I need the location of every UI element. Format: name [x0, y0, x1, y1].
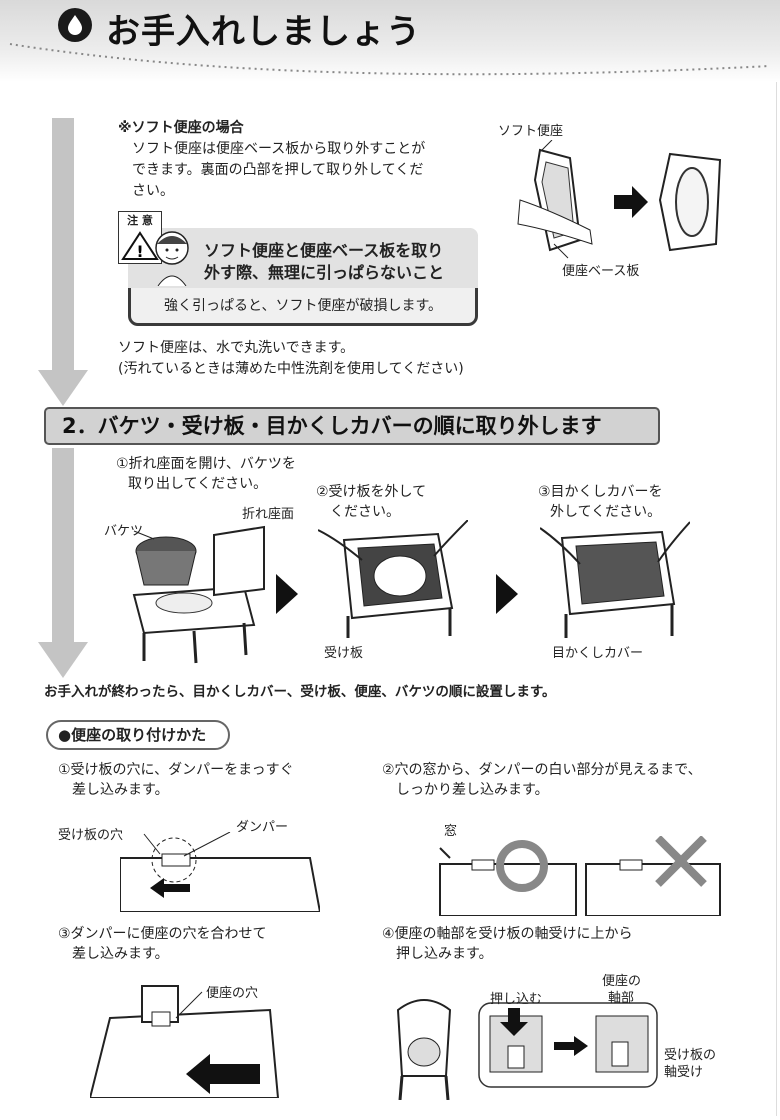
step-arrow-2-icon	[496, 574, 518, 614]
base-plate-figure-label: 便座ベース板	[562, 264, 640, 279]
shaft-bearing-detail-illustration	[478, 1002, 658, 1088]
water-drop-icon	[58, 8, 92, 42]
step-3-text-2: 外してください。	[550, 504, 662, 520]
wash-note-2: (汚れているときは薄めた中性洗剤を使用してください)	[118, 361, 464, 377]
caution-headline-band	[128, 228, 478, 288]
soft-seat-body-3: さい。	[132, 183, 174, 199]
flow-arrow-2	[38, 448, 88, 678]
window-label: 窓	[444, 824, 458, 839]
plate-bearing-label-1: 受け板の	[664, 1048, 717, 1063]
install-step-1-text-1: ①受け板の穴に、ダンパーをまっすぐ	[58, 762, 294, 778]
flow-arrow-1	[38, 118, 88, 406]
section-2-title: 2．バケツ・受け板・目かくしカバーの順に取り外します	[62, 414, 602, 438]
step-arrow-1-icon	[276, 574, 298, 614]
cover-label: 目かくしカバー	[552, 646, 644, 661]
damper-label: ダンパー	[236, 820, 289, 835]
install-step-4-text-1: ④便座の軸部を受け板の軸受けに上から	[382, 926, 633, 942]
press-label: 押し込む	[490, 992, 543, 1007]
seat-shaft-label-1: 便座の	[602, 974, 642, 989]
seat-hole-align-illustration	[90, 985, 280, 1098]
soft-seat-figure-label: ソフト便座	[498, 124, 564, 139]
install-step-4-text-2: 押し込みます。	[396, 946, 493, 962]
receiver-plate-label: 受け板	[324, 646, 364, 661]
install-step-1-text-2: 差し込みます。	[72, 782, 169, 798]
install-step-3-text-1: ③ダンパーに便座の穴を合わせて	[58, 926, 267, 942]
section-2-banner	[44, 407, 660, 445]
page-title: お手入れしましょう	[106, 12, 421, 52]
plate-hole-label: 受け板の穴	[58, 828, 124, 843]
install-step-3-text-2: 差し込みます。	[72, 946, 169, 962]
caution-headline-1: ソフト便座と便座ベース板を取り	[204, 241, 444, 260]
folding-seat-label: 折れ座面	[242, 507, 295, 522]
reinstall-note: お手入れが終わったら、目かくしカバー、受け板、便座、バケツの順に設置します。	[44, 684, 556, 700]
soft-seat-body-1: ソフト便座は便座ベース板から取り外すことが	[132, 141, 426, 157]
step-3-text-1: ③目かくしカバーを	[538, 484, 663, 500]
caution-headline-2: 外す際、無理に引っぱらないこと	[204, 263, 445, 282]
damper-insert-illustration	[120, 832, 320, 912]
seat-press-chair-illustration	[396, 999, 452, 1100]
step-2-text-1: ②受け板を外して	[316, 484, 427, 500]
install-step-2-text-1: ②穴の窓から、ダンパーの白い部分が見えるまで、	[382, 762, 702, 778]
caution-tag: 注 意	[118, 211, 162, 231]
wash-note-1: ソフト便座は、水で丸洗いできます。	[118, 340, 355, 356]
bucket-removal-illustration	[132, 525, 265, 664]
seat-install-pill	[46, 720, 230, 750]
plate-bearing-label-2: 軸受け	[664, 1065, 704, 1080]
bucket-label: バケツ	[104, 524, 144, 539]
soft-seat-heading: ※ソフト便座の場合	[118, 120, 244, 136]
header-band	[0, 0, 780, 82]
receiver-plate-removal-illustration	[318, 520, 468, 638]
seat-shaft-label-2: 軸部	[608, 991, 635, 1006]
page-frame	[4, 4, 777, 1116]
install-step-2-text-2: しっかり差し込みます。	[396, 782, 549, 798]
caution-warning-icon: !	[118, 229, 162, 264]
svg-text:!: !	[136, 242, 143, 261]
step-1-text-1: ①折れ座面を開け、バケツを	[116, 456, 296, 472]
caution-detail: 強く引っぱると、ソフト便座が破損します。	[164, 298, 443, 314]
seat-install-title: ●便座の取り付けかた	[58, 726, 207, 744]
soft-seat-removal-illustration	[517, 140, 722, 259]
soft-seat-body-2: できます。裏面の凸部を押して取り外してくだ	[132, 162, 424, 178]
damper-window-illustration	[439, 836, 721, 916]
seat-hole-label: 便座の穴	[206, 986, 259, 1001]
cover-removal-illustration	[540, 521, 690, 638]
caution-person-icon	[155, 231, 189, 286]
header-dotted-curve	[9, 43, 771, 76]
step-2-text-2: ください。	[330, 504, 400, 520]
step-1-text-2: 取り出してください。	[128, 476, 268, 492]
